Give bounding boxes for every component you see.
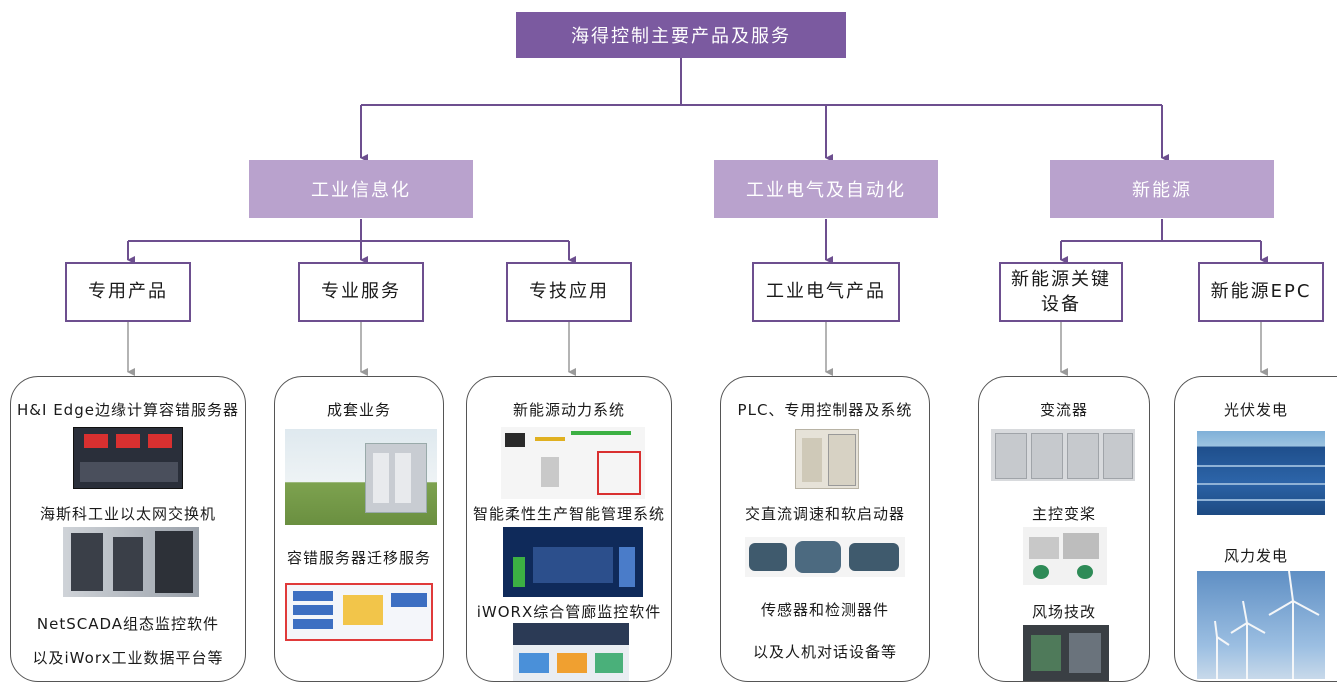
panel-item-text: NetSCADA组态监控软件 xyxy=(36,615,220,633)
monitoring-software-image xyxy=(513,623,629,681)
root-node: 海得控制主要产品及服务 xyxy=(516,12,846,58)
server-image xyxy=(73,427,183,489)
solar-farm-image xyxy=(1197,431,1325,515)
converter-cabinet-image xyxy=(991,429,1135,481)
panel-item-text: H&I Edge边缘计算容错服务器 xyxy=(17,401,239,419)
panel-item-text: 传感器和检测器件 xyxy=(760,601,889,619)
category-industrial-info: 工业信息化 xyxy=(249,160,473,218)
panel-item-text: 风力发电 xyxy=(1223,547,1288,565)
panel-item-text: 主控变桨 xyxy=(1031,505,1096,523)
switch-image xyxy=(63,527,199,597)
plc-image xyxy=(795,429,859,489)
panel-item-text: 变流器 xyxy=(1039,401,1088,419)
panel-professional-services: 成套业务 容错服务器迁移服务 xyxy=(274,376,444,682)
panel-item-text: 以及人机对话设备等 xyxy=(752,643,897,661)
wind-turbine-icon xyxy=(1214,570,1320,679)
manufacturing-dashboard-image xyxy=(503,527,643,597)
category-new-energy: 新能源 xyxy=(1050,160,1274,218)
panel-item-text: 海斯科工业以太网交换机 xyxy=(39,505,216,523)
sub-electric-products: 工业电气产品 xyxy=(752,262,900,322)
panel-item-text: 以及iWorx工业数据平台等 xyxy=(32,649,224,667)
panel-special-applications: 新能源动力系统 智能柔性生产智能管理系统 iWORX综合管廊监控软件 xyxy=(466,376,672,682)
sub-dedicated-products: 专用产品 xyxy=(65,262,191,322)
panel-new-energy-equipment: 变流器 主控变桨 风场技改 xyxy=(978,376,1150,682)
category-industrial-electric: 工业电气及自动化 xyxy=(714,160,938,218)
panel-item-text: iWORX综合管廊监控软件 xyxy=(476,603,662,621)
panel-item-text: 智能柔性生产智能管理系统 xyxy=(472,505,665,523)
motor-image xyxy=(745,537,905,577)
sub-professional-services: 专业服务 xyxy=(298,262,424,322)
data-center-image xyxy=(285,429,437,525)
panel-item-text: 新能源动力系统 xyxy=(512,401,625,419)
wind-farm-image xyxy=(1197,570,1325,679)
panel-electric-products: PLC、专用控制器及系统 交直流调速和软启动器 传感器和检测器件 以及人机对话设… xyxy=(720,376,930,682)
panel-item-text: 交直流调速和软启动器 xyxy=(744,505,905,523)
panel-dedicated-products: H&I Edge边缘计算容错服务器 海斯科工业以太网交换机 NetSCADA组态… xyxy=(10,376,246,682)
migration-diagram-image xyxy=(285,583,433,641)
wind-farm-retrofit-image xyxy=(1023,625,1109,681)
sub-special-applications: 专技应用 xyxy=(506,262,632,322)
panel-new-energy-epc: 光伏发电 风力发电 xyxy=(1174,376,1337,682)
panel-item-text: PLC、专用控制器及系统 xyxy=(737,401,913,419)
power-system-diagram-image xyxy=(501,427,645,499)
pitch-control-image xyxy=(1023,527,1107,585)
panel-item-text: 光伏发电 xyxy=(1223,401,1288,419)
sub-new-energy-epc: 新能源EPC xyxy=(1198,262,1324,322)
panel-item-text: 容错服务器迁移服务 xyxy=(286,549,431,567)
panel-item-text: 成套业务 xyxy=(326,401,391,419)
panel-item-text: 风场技改 xyxy=(1031,603,1096,621)
sub-new-energy-key-equipment: 新能源关键 设备 xyxy=(999,262,1123,322)
